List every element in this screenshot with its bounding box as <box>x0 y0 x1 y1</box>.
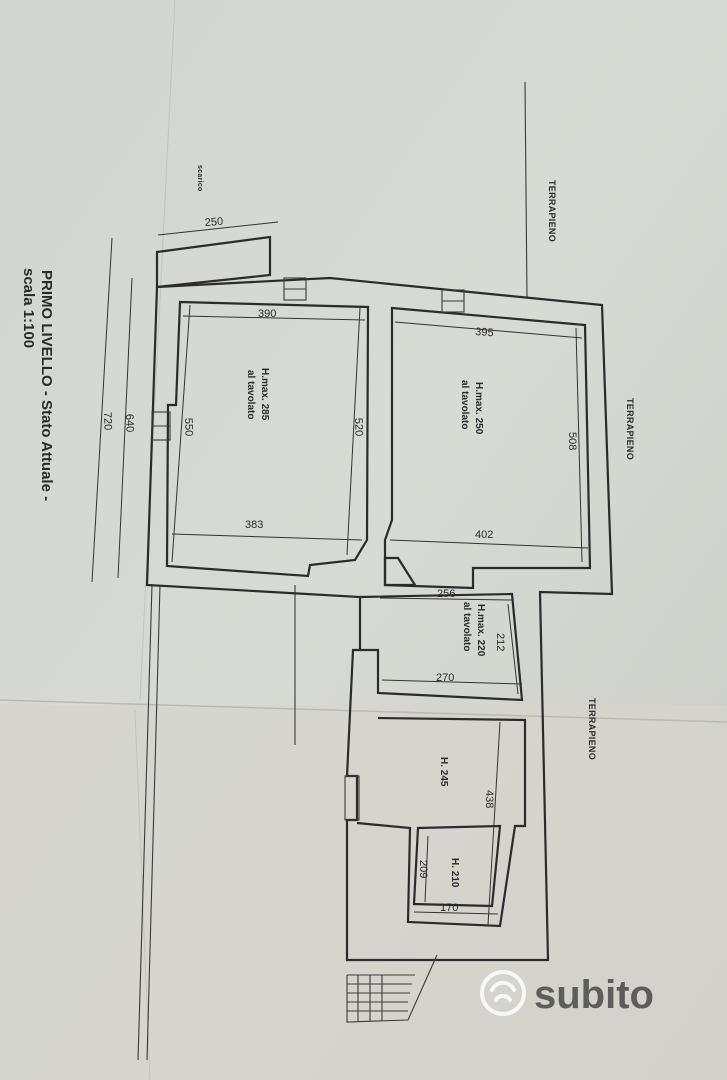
dimline-250 <box>157 221 279 236</box>
dimline-508 <box>575 327 583 563</box>
terrapieno-label-top: TERRAPIENO <box>547 180 557 242</box>
dimline-520 <box>346 307 361 556</box>
room-mid-note: al tavolato <box>461 602 472 651</box>
wall-corridor-wedge <box>383 556 417 587</box>
drawing-title: PRIMO LIVELLO - Stato Attuale - <box>38 270 55 501</box>
boundary-line-left-2 <box>146 584 161 1061</box>
dimline-720 <box>91 237 113 583</box>
dimline-390 <box>182 315 366 321</box>
dim-212: 212 <box>494 633 506 651</box>
room-mid-height: H.max. 220 <box>475 604 486 657</box>
subito-watermark: subito <box>480 970 654 1017</box>
dim-640: 640 <box>123 414 136 433</box>
dim-209: 209 <box>417 860 429 878</box>
dim-270: 270 <box>436 672 454 684</box>
door-lower-room <box>344 775 360 821</box>
terrapieno-label-mid: TERRAPIENO <box>625 398 635 460</box>
subito-brand-text: subito <box>534 973 654 1017</box>
room-low-height: H. 245 <box>438 757 449 787</box>
wall-room-left <box>165 300 370 578</box>
dimline-395 <box>394 321 583 339</box>
dim-438: 438 <box>483 790 495 808</box>
dim-390: 390 <box>258 308 276 320</box>
subito-logo-icon-mark-2 <box>494 993 512 1002</box>
subito-logo-icon <box>480 970 526 1016</box>
room-right-height: H.max. 250 <box>473 382 484 435</box>
room-right-note: al tavolato <box>459 380 470 429</box>
terrapieno-label-low: TERRAPIENO <box>587 698 597 760</box>
dim-383: 383 <box>245 519 263 531</box>
dimline-402 <box>389 539 589 549</box>
wall-top-left-block <box>155 235 272 289</box>
dim-170: 170 <box>440 902 458 914</box>
dimline-438 <box>487 721 501 926</box>
paper-fold-line <box>0 699 727 723</box>
wall-room-right <box>383 306 592 590</box>
dimline-212 <box>507 603 519 695</box>
dimline-270 <box>381 679 523 685</box>
dimline-256 <box>379 597 513 601</box>
dim-395: 395 <box>475 326 494 339</box>
dim-550: 550 <box>182 418 195 437</box>
wall-room-middle <box>359 592 524 702</box>
dim-250: 250 <box>204 216 223 229</box>
wall-alcove <box>412 824 502 908</box>
dim-508: 508 <box>566 432 578 450</box>
dim-520: 520 <box>352 418 365 437</box>
paper-lower-sheet <box>0 705 727 1080</box>
dim-720: 720 <box>101 412 114 431</box>
dimline-383 <box>171 533 363 541</box>
staircase <box>346 954 438 1023</box>
room-left-height: H.max. 285 <box>259 368 270 421</box>
dim-256: 256 <box>437 588 455 600</box>
drawing-scale: scala 1:100 <box>20 268 37 348</box>
room-left-note: al tavolato <box>245 370 256 419</box>
dim-402: 402 <box>475 529 493 541</box>
room-alcove-height: H. 210 <box>449 858 460 888</box>
subito-logo-icon-mark <box>490 980 516 992</box>
dimline-640 <box>117 277 133 579</box>
boundary-line-left-1 <box>137 584 153 1061</box>
wall-room-lower <box>356 716 527 928</box>
dimline-170 <box>413 911 499 915</box>
scarico-label: scarico <box>196 165 203 192</box>
terrapieno-boundary-line <box>524 81 528 299</box>
dimline-550 <box>171 304 191 563</box>
dimline-209 <box>424 835 429 903</box>
paper-edge-line <box>139 0 176 701</box>
